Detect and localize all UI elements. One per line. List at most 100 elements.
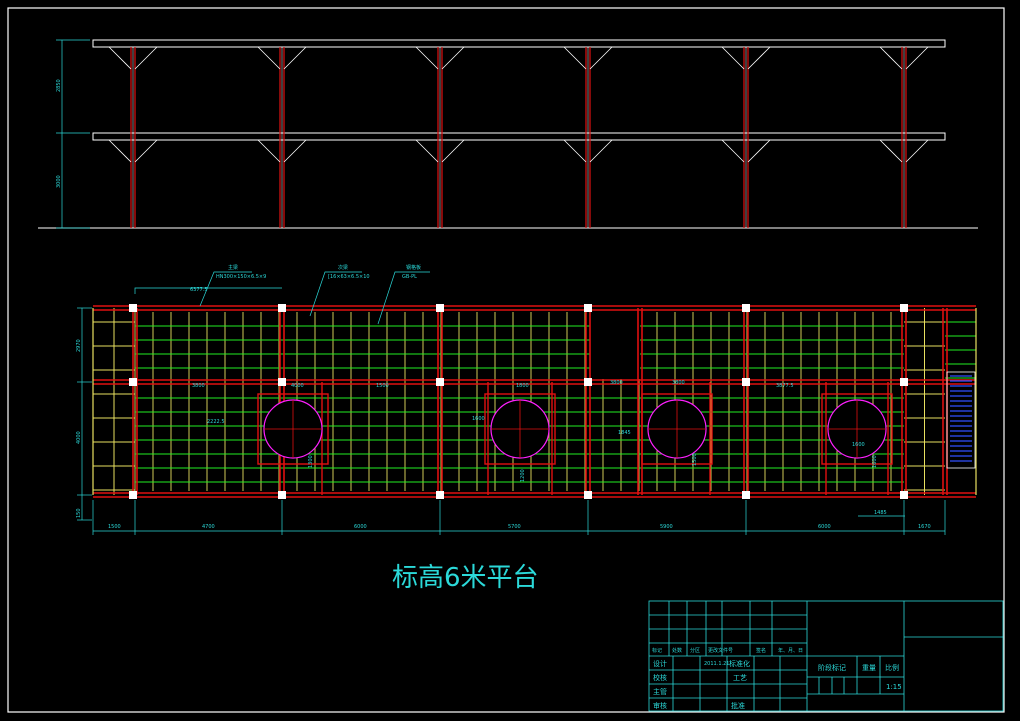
column-marker [584,304,592,312]
tb-header: 分区 [690,647,700,654]
knee-brace [879,46,903,70]
knee-brace [283,46,307,70]
plan-span-dim: 1670 [918,524,931,530]
tb-header: 年、月、日 [778,647,803,654]
knee-brace [441,139,465,163]
knee-brace [563,46,587,70]
tb-design-date: 2011.1.21 [704,661,729,667]
knee-brace [721,46,745,70]
tb-audit: 审核 [653,701,667,710]
inner-dim: 4000 [291,383,304,389]
callout-main-beam-label: 主梁 [228,264,238,271]
column-marker [278,304,286,312]
knee-brace [283,139,307,163]
opening-frame [641,393,713,465]
column-marker [742,378,750,386]
callout-grating-label: 钢格板 [406,264,421,271]
knee-brace [441,46,465,70]
knee-brace [108,46,132,70]
callout-secondary-beam-spec: [16×63×6.5×10 [328,274,370,280]
knee-brace [589,139,613,163]
knee-brace [747,46,771,70]
tb-main: 主管 [653,687,667,696]
tb-stage-mark: 阶段标记 [818,663,846,672]
stair-outline [946,371,976,469]
detail-dim: 1485 [874,510,887,516]
knee-brace [563,139,587,163]
inner-dim: 3877.5 [776,383,794,389]
tb-process: 工艺 [733,674,747,682]
column-marker [436,304,444,312]
inner-dim: 3800 [672,380,685,386]
upper-platform [92,39,946,48]
plan-span-dim: 5900 [660,524,673,530]
knee-brace [905,46,929,70]
lower-platform [92,132,946,141]
opening-dim: 1500 [692,453,698,466]
column-marker [278,378,286,386]
elevation-view: 2850 3000 [38,39,978,229]
elevation-dim-bottom: 3000 [56,175,62,188]
plan-span-dim: 1500 [108,524,121,530]
tb-design: 设计 [653,659,667,668]
knee-brace [747,139,771,163]
elevation-dim-top: 2850 [56,79,62,92]
tb-standardization: 标准化 [729,659,750,668]
callout-secondary-beam-label: 次梁 [338,264,348,271]
column-marker [900,304,908,312]
knee-brace [589,46,613,70]
title-block [648,600,1004,712]
opening-frame [257,393,329,465]
column-marker [900,378,908,386]
inner-dim: 1845 [618,430,631,436]
plan-height-dim: 2970 [76,339,82,352]
knee-brace [108,139,132,163]
column-marker [278,491,286,499]
knee-brace [134,46,158,70]
inner-dim: 3800 [192,383,205,389]
drawing-title: 标高6米平台 [392,563,539,593]
column-marker [584,491,592,499]
open-bay [590,311,640,379]
callout-grating-spec: GB-PL [402,274,417,280]
knee-brace [134,139,158,163]
callout-main-beam-spec: HN300×150×6.5×9 [216,274,266,280]
knee-brace [257,46,281,70]
column-marker [900,491,908,499]
plan-span-dim: 4700 [202,524,215,530]
inner-dim: 1800 [516,383,529,389]
knee-brace [415,46,439,70]
tb-check: 校核 [653,673,667,682]
plan-height-dim: 150 [76,508,82,518]
tb-scale-value: 1:15 [886,683,902,691]
plan-height-dim: 4000 [76,431,82,444]
plan-span-dim: 6000 [354,524,367,530]
knee-brace [879,139,903,163]
column-marker [742,304,750,312]
knee-brace [257,139,281,163]
knee-brace [905,139,929,163]
plan-span-dim: 6000 [818,524,831,530]
callout-leaders [134,271,430,325]
column-marker [436,378,444,386]
openings [257,393,893,465]
inner-dim: 2222.5 [207,419,225,425]
opening-dim: 1200 [520,469,526,482]
column-marker [129,378,137,386]
column-marker [129,491,137,499]
tb-scale-label: 比例 [885,663,899,672]
plan-bottom-dimensions [92,500,946,535]
stair [946,371,976,469]
knee-brace [415,139,439,163]
plan-left-dimensions [77,307,92,521]
plan-view: 主梁 HN300×150×6.5×9 次梁 [16×63×6.5×10 钢格板 … [76,264,977,535]
column-marker [129,304,137,312]
opening-frame [821,393,893,465]
plan-span-dim: 5700 [508,524,521,530]
inner-dim: 3800 [610,380,623,386]
elevation-dimensions [56,39,90,229]
tb-weight: 重量 [862,664,876,672]
callout-offset-dim: 6377.5 [190,287,208,293]
inner-dim: 1600 [472,416,485,422]
